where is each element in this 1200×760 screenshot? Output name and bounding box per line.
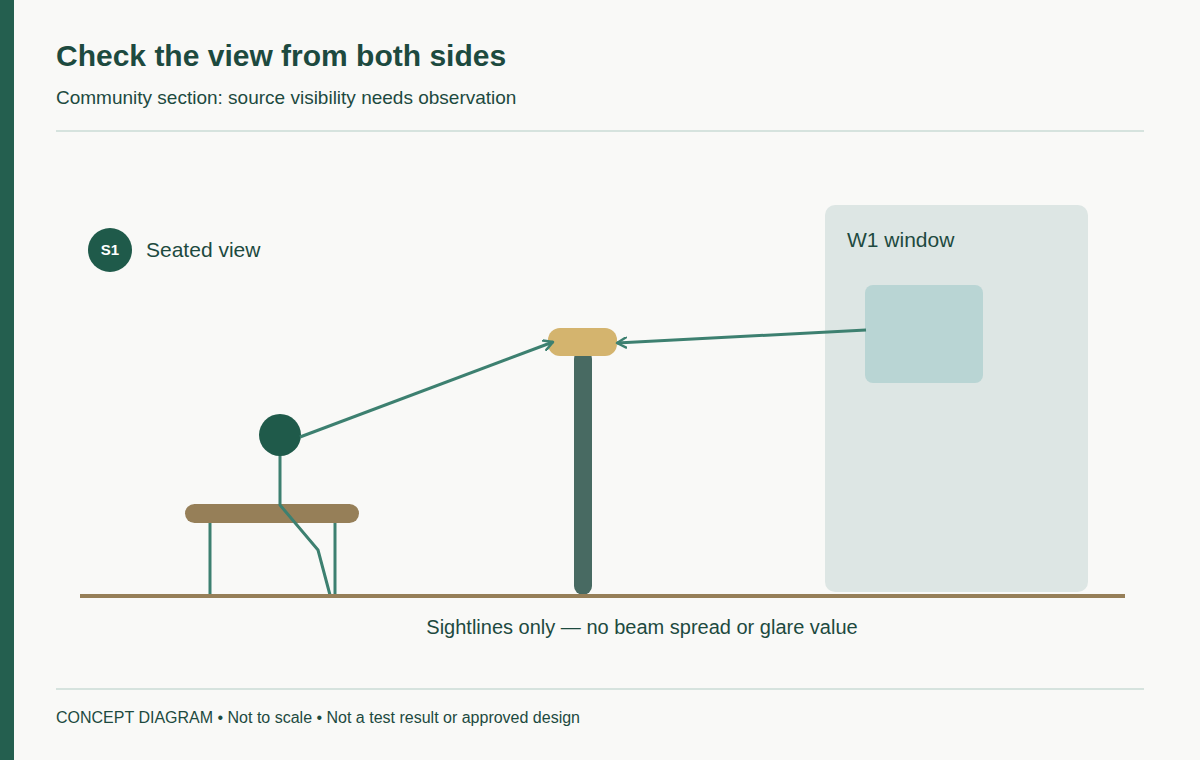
window-pane (865, 285, 983, 383)
ground-line (80, 594, 1125, 598)
window-label: W1 window (847, 227, 954, 252)
window-box: W1 window (825, 205, 1088, 592)
person-body (280, 455, 330, 595)
lamp-pole (574, 350, 592, 595)
divider-rule (56, 130, 1144, 132)
bench-leg (209, 520, 212, 595)
luminaire (548, 328, 617, 356)
view-label: Seated view (146, 237, 260, 262)
footer-note: CONCEPT DIAGRAM • Not to scale • Not a t… (56, 708, 580, 727)
page-title: Check the view from both sides (56, 38, 506, 74)
bench-leg (334, 520, 337, 595)
bench-seat (185, 504, 359, 523)
view-marker: S1Seated view (88, 228, 132, 272)
callout-number: S1 (88, 228, 132, 272)
sightline-arrow (300, 342, 553, 437)
sightline-note: Sightlines only — no beam spread or glar… (426, 615, 857, 639)
subtitle: Community section: source visibility nee… (56, 87, 516, 110)
sightline-arrow (617, 330, 866, 343)
person-head (259, 414, 301, 456)
divider-rule (56, 688, 1144, 690)
accent-bar (0, 0, 14, 760)
